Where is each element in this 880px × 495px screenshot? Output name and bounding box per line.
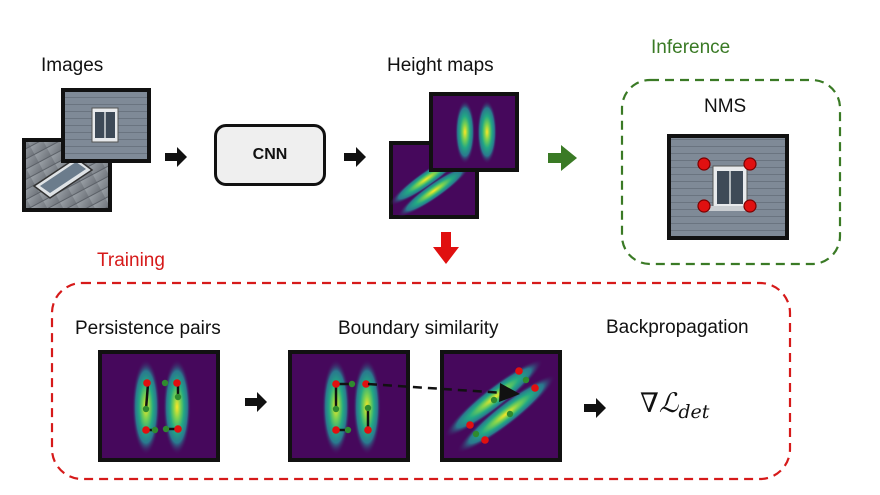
boundary-heatmap-right <box>440 350 562 462</box>
arrow-to-boundary <box>245 392 267 412</box>
arrow-to-heightmaps <box>344 147 366 167</box>
images-label: Images <box>41 55 104 76</box>
nms-keypoints <box>697 157 757 213</box>
persistence-heatmap <box>98 350 220 462</box>
persistence-pairs-label: Persistence pairs <box>75 318 221 339</box>
arrow-to-training <box>433 232 459 264</box>
inference-box <box>620 78 842 266</box>
boundary-heatmap-left <box>288 350 410 462</box>
nabla-symbol: ∇ <box>640 388 659 419</box>
loss-symbol: ℒ <box>658 388 679 419</box>
loss-gradient-formula: ∇ℒdet <box>640 388 709 423</box>
inference-label: Inference <box>651 37 731 58</box>
boundary-similarity-label: Boundary similarity <box>338 318 499 339</box>
heightmap-vertical <box>429 92 519 172</box>
input-image-front <box>61 88 151 163</box>
arrow-to-cnn <box>165 147 187 167</box>
training-label: Training <box>97 250 165 271</box>
arrow-to-backprop <box>584 398 606 418</box>
loss-subscript: det <box>678 401 710 423</box>
matching-arrow <box>367 382 520 402</box>
arrow-to-inference <box>548 145 577 171</box>
height-maps-label: Height maps <box>387 55 494 76</box>
backpropagation-label: Backpropagation <box>606 317 749 338</box>
training-box <box>50 281 792 481</box>
nms-label: NMS <box>704 96 747 117</box>
nms-image <box>667 134 789 240</box>
cnn-box: CNN <box>214 124 326 186</box>
